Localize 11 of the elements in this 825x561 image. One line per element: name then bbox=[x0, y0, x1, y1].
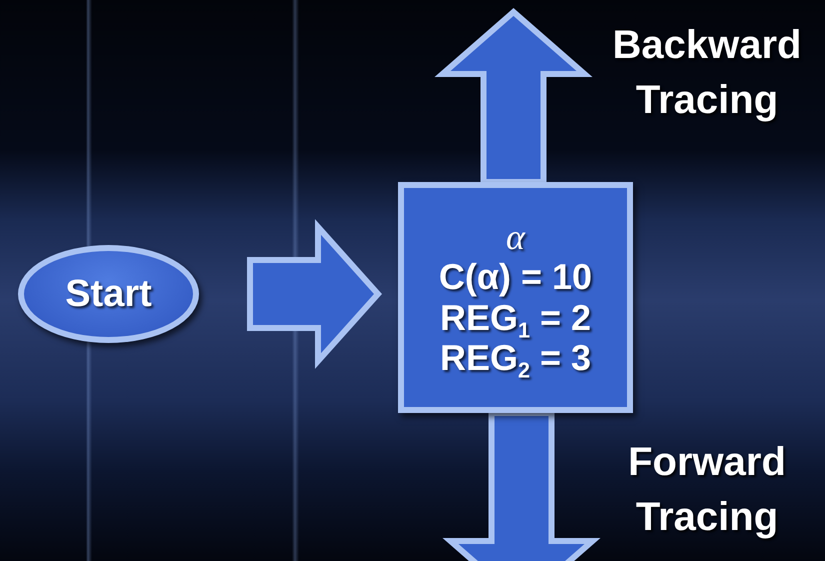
value-label: REG$_{1}$ = 2 bbox=[440, 298, 592, 338]
edge-label: Forward Tracing bbox=[627, 439, 787, 542]
value-label: C(α) = 10 bbox=[438, 257, 592, 298]
value-label: REG$_{2}$ = 3 bbox=[440, 338, 592, 378]
node-label: Start bbox=[65, 272, 152, 316]
block-arrow bbox=[247, 219, 382, 369]
process-box bbox=[398, 182, 633, 413]
edge-label: Backward Tracing bbox=[612, 22, 802, 124]
symbol-label: α bbox=[506, 216, 525, 258]
block-arrow bbox=[442, 410, 600, 561]
block-arrow bbox=[434, 8, 592, 185]
